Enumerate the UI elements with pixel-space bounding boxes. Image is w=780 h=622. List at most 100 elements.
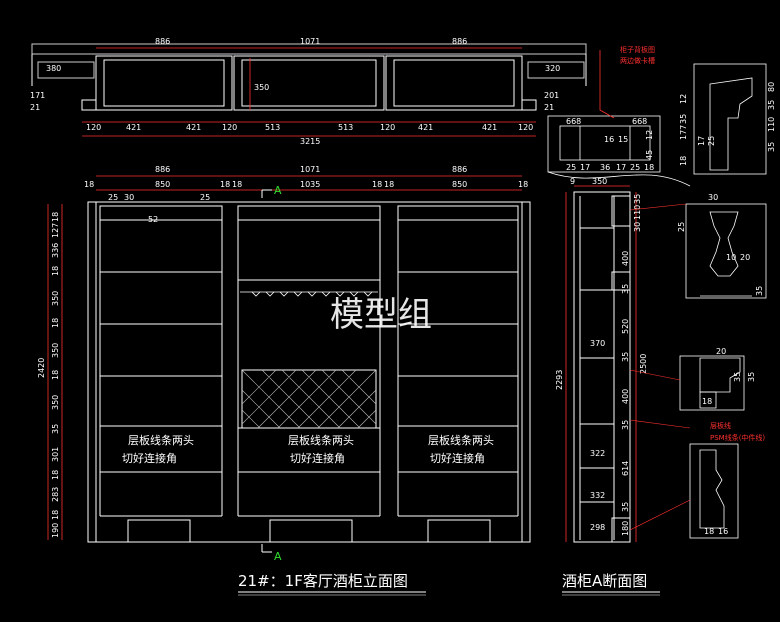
elev-second-4: 18 (232, 180, 242, 189)
elev-total-height: 2420 (37, 358, 46, 378)
detail-right-21: 35 (733, 372, 742, 382)
detail-top-12: 45 (645, 150, 654, 160)
detail-right-dims: 12 35 177 17 25 18 80 35 110 35 30 25 10… (677, 82, 776, 536)
detail-right-6: 18 (679, 156, 688, 166)
elev-note-3-line2: 切好连接角 (430, 451, 485, 465)
section-total-outer: 2500 (639, 354, 648, 374)
elev-note-2-line1: 层板线条两头 (288, 433, 354, 447)
elev-left-dim-14: 18 (51, 510, 60, 520)
elev-left-dim-9: 350 (51, 395, 60, 410)
detail-right-15: 35 (755, 286, 764, 296)
detail-right-11: 30 (708, 193, 718, 202)
shelf-trim-detail (679, 355, 745, 411)
detail-right-10: 35 (767, 142, 776, 152)
elev-left-dim-6: 18 (51, 318, 60, 328)
elev-second-6: 18 (372, 180, 382, 189)
detail-top-7: 36 (600, 163, 610, 172)
cabinet-elevation (87, 201, 531, 543)
section-inner-3: 332 (590, 491, 605, 500)
detail-right-9: 110 (767, 117, 776, 132)
detail-right-19: 18 (704, 527, 714, 536)
top-plan-view (31, 43, 587, 111)
plan-bottom-3: 421 (186, 123, 201, 132)
section-right-dim-8: 400 (621, 389, 630, 404)
elevation-dims (47, 175, 522, 540)
elev-note-1-line1: 层板线条两头 (128, 433, 194, 447)
section-right-dim-6: 520 (621, 319, 630, 334)
elev-third-3: 25 (200, 193, 210, 202)
psm-trim-detail (689, 443, 739, 539)
detail-back-panel (547, 115, 691, 187)
elev-second-8: 850 (452, 180, 467, 189)
elevation-title: 21#：1F客厅酒柜立面图 (238, 572, 408, 590)
note-leader (599, 50, 615, 119)
elev-third-2: 30 (124, 193, 134, 202)
section-right-dim-12: 180 (621, 521, 630, 536)
section-note-2: 层板线 (710, 421, 731, 430)
plan-small-1: 171 (30, 91, 45, 100)
section-right-dim-7: 35 (621, 352, 630, 362)
elev-left-dim-13: 283 (51, 487, 60, 502)
baluster-detail (685, 203, 767, 299)
elev-second-7: 18 (384, 180, 394, 189)
watermark: 模型组 (330, 295, 432, 335)
elev-left-dim-1: 18 (51, 212, 60, 222)
plan-bottom-8: 421 (418, 123, 433, 132)
section-marker-top: A (274, 184, 282, 197)
lattice-wine-rack (241, 369, 377, 429)
elev-top-2: 1071 (300, 165, 320, 174)
detail-top-dims: 668 668 16 15 25 17 36 17 25 18 12 45 (566, 117, 654, 172)
detail-right-7: 80 (767, 82, 776, 92)
detail-top-2: 668 (632, 117, 647, 126)
detail-top-9: 25 (630, 163, 640, 172)
section-inner-4: 298 (590, 523, 605, 532)
section-marker-lines (261, 189, 272, 553)
elev-second-1: 18 (84, 180, 94, 189)
elev-left-dim-2: 127 (51, 223, 60, 238)
section-right-dim-11: 35 (621, 502, 630, 512)
section-right-dims: 35 110 30 400 35 520 35 400 35 614 35 18… (621, 194, 642, 536)
plan-side-left: 380 (46, 64, 61, 73)
elev-note-2-line2: 切好连接角 (290, 451, 345, 465)
section-inner-1: 370 (590, 339, 605, 348)
detail-top-8: 17 (616, 163, 626, 172)
plan-bottom-5: 513 (265, 123, 280, 132)
plan-side-right: 320 (545, 64, 560, 73)
plan-bottom-9: 421 (482, 123, 497, 132)
detail-right-2: 35 (679, 114, 688, 124)
detail-right-12: 25 (677, 222, 686, 232)
detail-right-3: 177 (679, 125, 688, 140)
plan-small-4: 21 (544, 103, 554, 112)
detail-top-6: 17 (580, 163, 590, 172)
elev-second-3: 18 (220, 180, 230, 189)
elev-left-dims: 18 127 336 18 350 18 350 18 350 35 301 1… (51, 212, 60, 538)
crown-profile-detail (693, 63, 767, 175)
plan-small-2: 21 (30, 103, 40, 112)
detail-right-18: 18 (702, 397, 712, 406)
detail-leaders (629, 203, 691, 531)
elev-third-1: 25 (108, 193, 118, 202)
detail-right-16: 20 (716, 347, 726, 356)
elev-left-dim-12: 18 (51, 470, 60, 480)
plan-bottom-4: 120 (222, 123, 237, 132)
section-dims (565, 185, 637, 542)
elev-left-dim-15: 190 (51, 523, 60, 538)
elev-top-1: 886 (155, 165, 170, 174)
plan-bottom-7: 120 (380, 123, 395, 132)
plan-bottom-6: 513 (338, 123, 353, 132)
detail-top-10: 18 (644, 163, 654, 172)
detail-right-20: 16 (718, 527, 728, 536)
section-right-dim-3: 30 (633, 222, 642, 232)
section-note-1b: 两边做卡槽 (620, 56, 655, 65)
section-right-dim-5: 35 (621, 284, 630, 294)
detail-right-13: 10 (726, 253, 736, 262)
plan-width-2: 1071 (300, 37, 320, 46)
plan-bottom-1: 120 (86, 123, 101, 132)
section-title: 酒柜A断面图 (562, 572, 647, 590)
plan-width-1: 886 (155, 37, 170, 46)
detail-top-11: 12 (645, 130, 654, 140)
elev-second-5: 1035 (300, 180, 320, 189)
section-right-dim-2: 110 (633, 205, 642, 220)
elev-second-2: 850 (155, 180, 170, 189)
